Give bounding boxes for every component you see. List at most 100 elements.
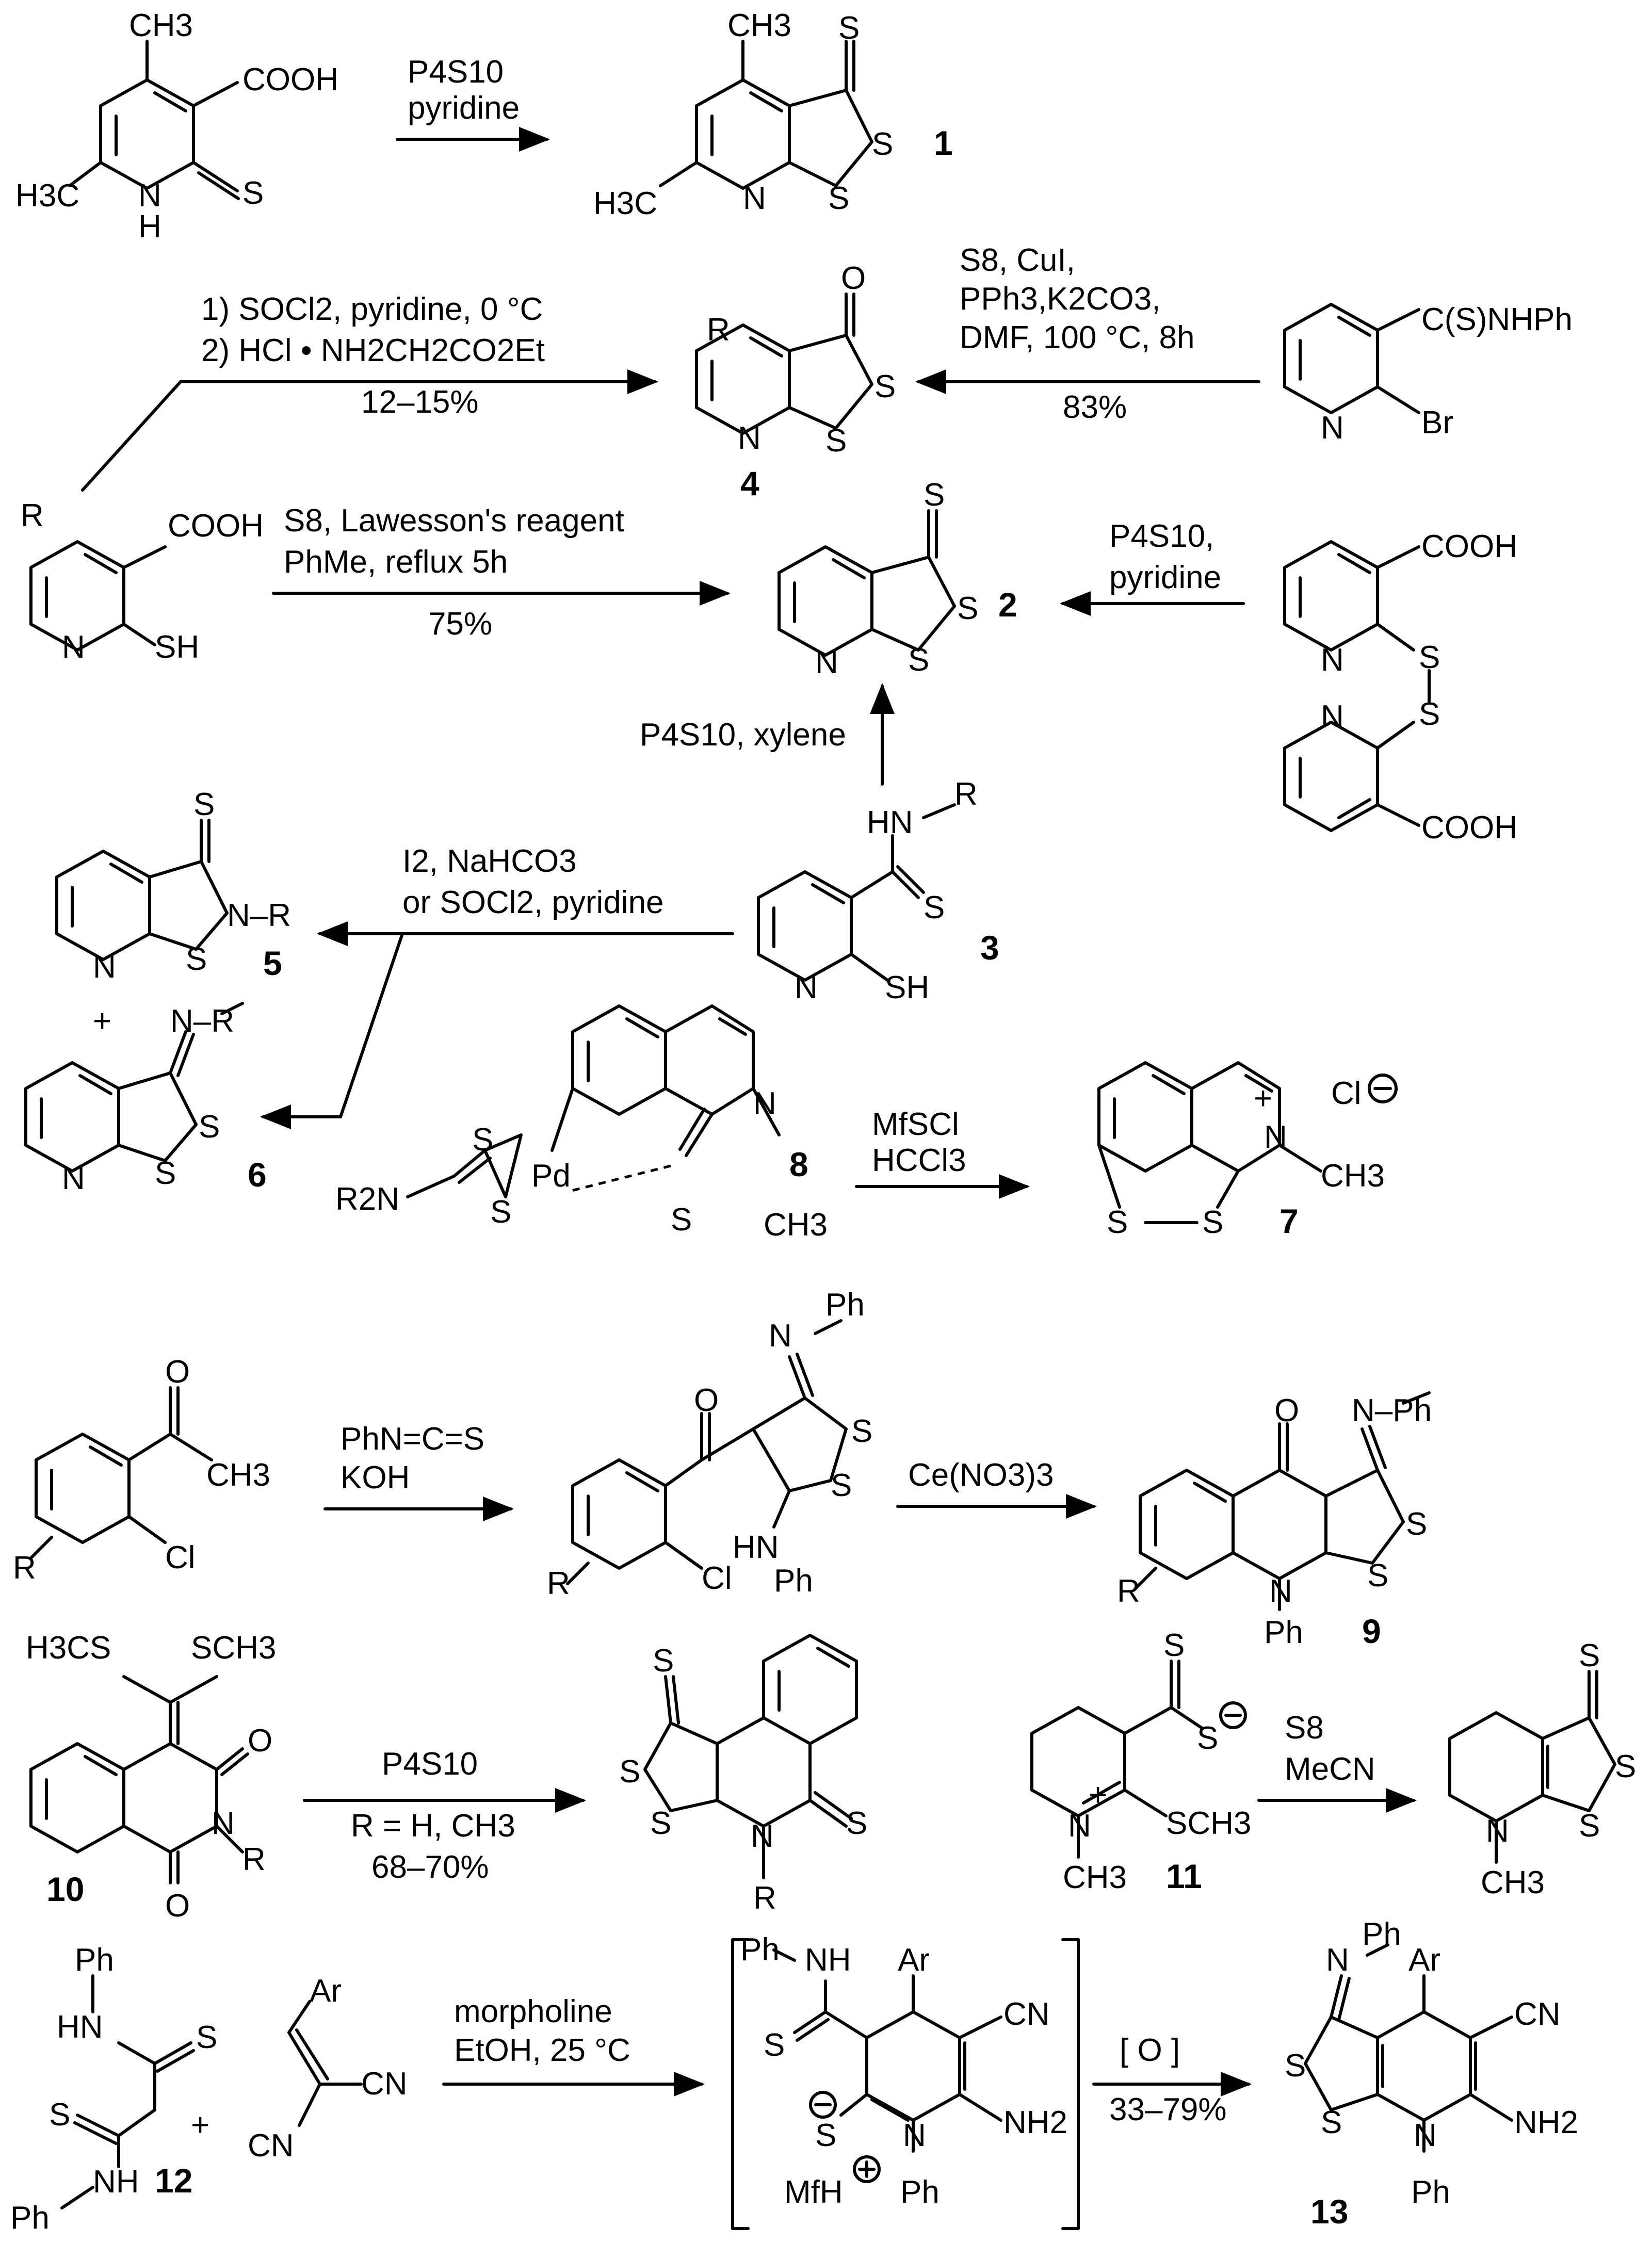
lactam-n-label: N <box>751 1818 774 1854</box>
condition-text: 75% <box>428 606 492 642</box>
compound-8: Pd S S R2N S N CH3 8 <box>335 1004 828 1243</box>
carbonyl-o-label: O <box>165 1354 190 1390</box>
compound-number: 1 <box>934 124 953 162</box>
positive-charge <box>853 2155 881 2183</box>
pyridine-n-label: N <box>93 949 116 985</box>
methyl-label: H3C <box>593 186 657 221</box>
phenyl-label: Ph <box>1411 2174 1450 2210</box>
condition-text: S8 <box>1285 1710 1324 1746</box>
compound-number: 13 <box>1310 2192 1348 2231</box>
positive-charge: + <box>1254 1081 1272 1116</box>
pyridine-n-label: N <box>903 2118 926 2153</box>
thione-s-label: S <box>242 175 264 211</box>
reaction-arrow-r6: P4S10, xylene <box>640 683 895 786</box>
condition-text: P4S10 <box>382 1746 478 1782</box>
thione-s-label: S <box>924 477 945 513</box>
condition-text: HCCl3 <box>872 1143 966 1178</box>
methyl-label: CH3 <box>1481 1865 1545 1900</box>
thioamide-nh-label: NH <box>805 1942 851 1978</box>
condition-text: S8, CuI, <box>960 242 1075 278</box>
amino-label: NH2 <box>1003 2105 1067 2140</box>
methylthio-label: H3CS <box>26 1630 111 1666</box>
condition-text: R = H, CH3 <box>351 1808 515 1844</box>
ring-s-label: S <box>1615 1749 1636 1784</box>
nitrile-label: CN <box>361 2066 408 2102</box>
condition-text: PhN=C=S <box>341 1421 484 1457</box>
thioamide-nh-label: HN <box>57 2009 103 2045</box>
ring-s-label: S <box>619 1754 640 1790</box>
condition-text: or SOCl2, pyridine <box>402 885 664 920</box>
reaction-arrow-r13: morpholine EtOH, 25 °C <box>442 1994 705 2096</box>
imine-n-label: N–R <box>170 1003 234 1039</box>
bracketed-adduct: Ph NH S Ar CN NH2 S N Ph MfH <box>731 1932 1080 2230</box>
disulfide-s-label: S <box>1419 640 1440 675</box>
carboxyl-label: COOH <box>1421 529 1517 564</box>
nitrile-label: CN <box>248 2128 294 2164</box>
palladium-label: Pd <box>531 1158 571 1194</box>
ring-s-label: S <box>1202 1205 1223 1240</box>
thione-s-label: S <box>846 1806 867 1841</box>
ring-s-label: S <box>957 591 978 626</box>
compound-2: S S S N 2 <box>778 477 1017 680</box>
compound-12: Ph HN S S NH Ph 12 + <box>10 1942 217 2236</box>
phenyl-label: Ph <box>900 2174 940 2210</box>
r-substituent-label: R <box>753 1880 776 1916</box>
imine-n-label: N <box>1326 1942 1349 1978</box>
carboxyl-label: COOH <box>168 508 264 544</box>
compound-number: 2 <box>998 586 1017 624</box>
reaction-arrow-r10: Ce(NO3)3 <box>896 1457 1097 1519</box>
pyridine-n-label: N <box>1321 699 1344 735</box>
methylthio-label: SCH3 <box>191 1630 276 1666</box>
isothiazole-n-label: N–R <box>227 898 291 933</box>
compound-11: S S N + SCH3 CH3 11 <box>1030 1628 1251 1895</box>
amine-n-label: N <box>1486 1813 1509 1849</box>
methyl-label: CH3 <box>727 8 791 43</box>
disulfide-s-label: S <box>1419 696 1440 732</box>
phenyl-label: Ph <box>10 2200 50 2236</box>
condition-text: 12–15% <box>361 384 479 420</box>
reaction-arrow-r7: I2, NaHCO3 or SOCl2, pyridine <box>260 843 734 1129</box>
ring-s-label: S <box>1285 2048 1306 2084</box>
ring-s-label: S <box>828 181 849 216</box>
pyridine-n-label: N <box>743 181 766 216</box>
condition-text: Ce(NO3)3 <box>908 1457 1054 1493</box>
ring-s-label: S <box>874 369 896 404</box>
compound-5: S N–R S N 5 + <box>55 787 291 1039</box>
amine-label: R2N <box>335 1181 399 1217</box>
condition-text: P4S10, xylene <box>640 717 846 753</box>
methylthio-label: SCH3 <box>1166 1806 1251 1841</box>
compound-number: 8 <box>789 1145 808 1183</box>
positive-charge: + <box>1089 1777 1107 1813</box>
r-substituent-label: R <box>707 312 730 348</box>
thione-s-label: S <box>49 2097 70 2133</box>
carbonyl-o-label: O <box>165 1888 190 1924</box>
aryl-label: Ar <box>1408 1942 1440 1978</box>
plus-sign: + <box>191 2107 209 2143</box>
thione-s-label: S <box>1579 1638 1600 1673</box>
thione-s-label: S <box>671 1202 692 1238</box>
phenyl-label: Ph <box>1264 1615 1303 1650</box>
quinoline-n-label: N <box>1269 1573 1292 1609</box>
ring-s-label: S <box>851 1413 872 1449</box>
bromopyridine-thioamide: C(S)NHPh Br N <box>1283 302 1573 446</box>
mercaptonicotinic-acid: R COOH SH N <box>21 498 264 665</box>
condition-text: I2, NaHCO3 <box>402 843 577 879</box>
ring-s-label: S <box>1321 2105 1342 2140</box>
nh-h-label: H <box>138 209 161 245</box>
phenyl-label: Ph <box>75 1942 114 1978</box>
carbonyl-o-label: O <box>248 1723 272 1759</box>
r-substituent-label: R <box>242 1842 266 1877</box>
thione-s-label: S <box>764 2027 785 2063</box>
thione-s-label: S <box>193 787 215 822</box>
methyl-label: CH3 <box>206 1457 270 1493</box>
nitrile-label: CN <box>1003 1996 1050 2032</box>
methyl-label: H3C <box>15 178 79 214</box>
condition-text: 2) HCl • NH2CH2CO2Et <box>201 333 545 368</box>
nitrile-label: CN <box>1514 1996 1561 2032</box>
chloroacetophenone: O CH3 Cl R <box>13 1354 270 1586</box>
thioamide-nh-label: NH <box>93 2164 139 2200</box>
phenyl-label: Ph <box>740 1932 780 1968</box>
reaction-arrow-r11: P4S10 R = H, CH3 68–70% <box>303 1746 586 1885</box>
starting-pyridinethione: CH3 COOH S H3C N H <box>15 8 338 245</box>
